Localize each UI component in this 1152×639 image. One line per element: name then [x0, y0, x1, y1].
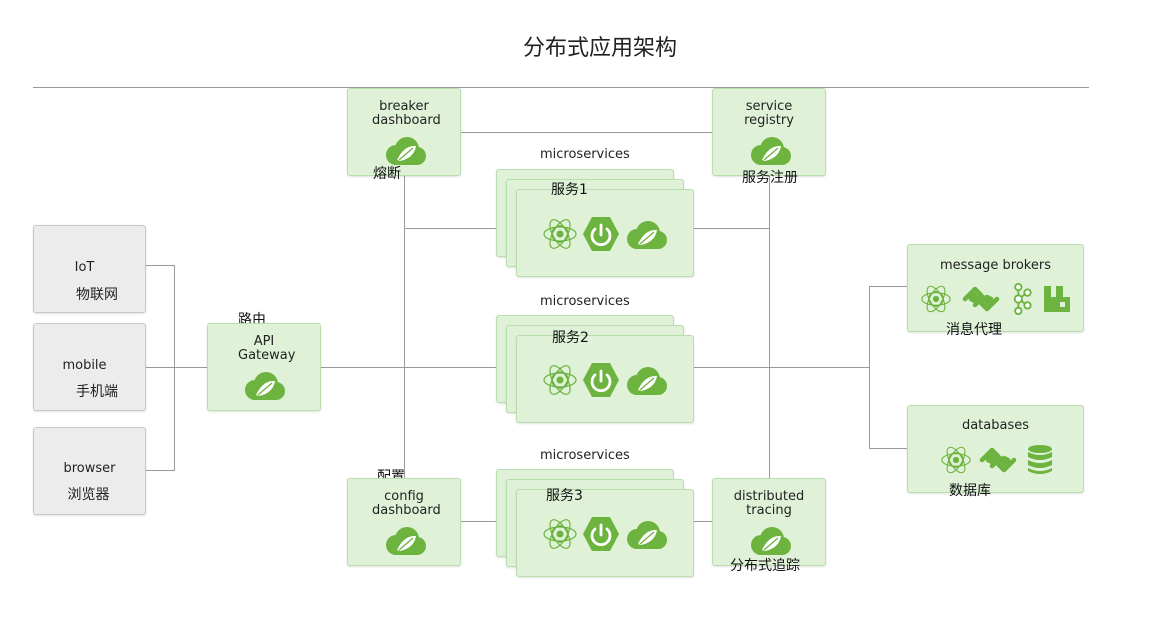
- spring-cloud-icon: [386, 137, 426, 165]
- service-2-cn-label: 服务2: [552, 330, 589, 346]
- breaker-label: breaker dashboard: [372, 99, 441, 128]
- client-cn-label: 手机端: [76, 384, 118, 400]
- spring-framework-icon: [921, 285, 951, 313]
- spring-framework-icon: [941, 446, 971, 474]
- database-icon: [1028, 445, 1052, 474]
- title-divider: [33, 87, 1089, 88]
- config-dashboard[interactable]: config dashboard: [347, 478, 461, 566]
- microservices-caption: microservices: [540, 448, 630, 463]
- brokers-label: message brokers: [939, 258, 1051, 273]
- client-label: browser: [63, 461, 116, 476]
- service-1-cn-label: 服务1: [551, 182, 588, 198]
- connector: [769, 176, 770, 479]
- registry-label: service registry: [744, 99, 794, 128]
- client-cn-label: 物联网: [76, 287, 118, 303]
- tracing-cn-label: 分布式追踪: [730, 558, 800, 574]
- databases[interactable]: databases: [907, 405, 1084, 493]
- connector: [869, 448, 909, 449]
- connector: [146, 367, 208, 368]
- connector: [693, 521, 714, 522]
- spring-cloud-icon: [751, 527, 791, 555]
- service-2-card[interactable]: [516, 335, 694, 423]
- microservices-caption: microservices: [540, 147, 630, 162]
- client-iot[interactable]: IoT 物联网: [33, 225, 146, 313]
- connector: [404, 176, 405, 479]
- connector: [146, 470, 174, 471]
- databases-label: databases: [961, 418, 1030, 433]
- api-gateway[interactable]: API Gateway: [207, 323, 321, 411]
- gateway-label: API Gateway: [238, 334, 296, 363]
- connector: [869, 286, 909, 287]
- service-3-cn-label: 服务3: [546, 488, 583, 504]
- spring-boot-icon: [583, 363, 619, 397]
- registry-cn-label: 服务注册: [742, 170, 798, 186]
- kafka-icon: [1013, 282, 1032, 316]
- connector: [869, 286, 870, 449]
- tracing-label: distributed tracing: [733, 489, 805, 518]
- page-title: 分布式应用架构: [522, 36, 677, 61]
- connector: [404, 228, 498, 229]
- spring-cloud-icon: [627, 367, 667, 395]
- spring-cloud-icon: [627, 521, 667, 549]
- spring-framework-icon: [543, 365, 577, 395]
- client-browser[interactable]: browser 浏览器: [33, 427, 146, 515]
- config-label: config dashboard: [372, 489, 441, 518]
- spring-framework-icon: [543, 219, 577, 249]
- breaker-dashboard[interactable]: breaker dashboard: [347, 88, 461, 176]
- connector: [174, 265, 175, 471]
- spring-boot-icon: [583, 217, 619, 251]
- distributed-tracing[interactable]: distributed tracing: [712, 478, 826, 566]
- connector: [320, 367, 498, 368]
- client-cn-label: 浏览器: [67, 487, 110, 503]
- spring-framework-icon: [543, 519, 577, 549]
- spring-cloud-icon: [245, 372, 285, 400]
- databases-cn-label: 数据库: [949, 483, 991, 499]
- breaker-cn-label: 熔断: [373, 166, 401, 182]
- connector: [693, 228, 770, 229]
- spring-cloud-icon: [386, 527, 426, 555]
- microservices-caption: microservices: [540, 294, 630, 309]
- service-registry[interactable]: service registry: [712, 88, 826, 176]
- message-brokers[interactable]: message brokers: [907, 244, 1084, 332]
- brokers-cn-label: 消息代理: [946, 322, 1002, 338]
- rabbitmq-icon: [1044, 286, 1070, 312]
- service-1-card[interactable]: [516, 189, 694, 277]
- connector: [461, 132, 713, 133]
- service-3-card[interactable]: [516, 489, 694, 577]
- connector: [693, 367, 870, 368]
- connector: [461, 521, 498, 522]
- spring-integration-icon: [962, 286, 1000, 312]
- spring-cloud-icon: [751, 137, 791, 165]
- spring-boot-icon: [583, 517, 619, 551]
- client-label: mobile: [62, 358, 107, 373]
- client-mobile[interactable]: mobile 手机端: [33, 323, 146, 411]
- spring-cloud-icon: [627, 221, 667, 249]
- connector: [146, 265, 174, 266]
- spring-data-icon: [979, 447, 1017, 473]
- client-label: IoT: [74, 260, 95, 275]
